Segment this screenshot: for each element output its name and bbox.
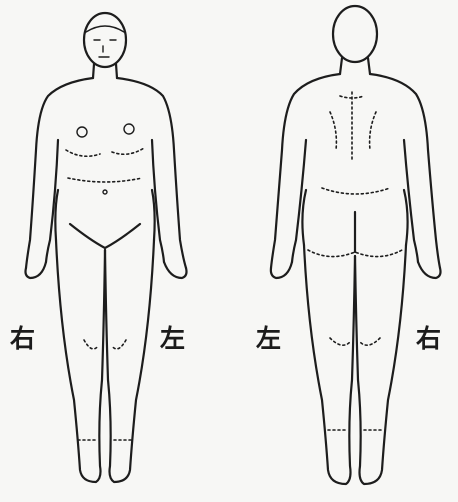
back-left-leg [304,245,355,484]
back-right-leg [355,245,406,484]
front-right-leg [56,240,105,482]
front-groin [70,224,140,248]
front-chest-line [66,148,144,156]
front-knees [84,340,126,349]
front-figure [26,13,187,482]
front-left-leg [105,240,154,482]
front-navel [103,190,107,194]
front-left-side-label: 左 [160,326,185,351]
front-hairline [86,26,124,32]
front-nipple-right [77,127,87,137]
back-neck [340,58,370,74]
front-head [84,13,126,67]
back-scapulae [330,112,376,150]
back-figure [271,6,441,484]
front-hips [55,190,154,240]
front-waist-line [68,178,142,182]
front-inner-arms [46,140,164,262]
front-right-hand [26,262,47,278]
front-left-hand [164,262,187,278]
front-right-side-label: 右 [10,326,35,351]
back-knee-creases [330,338,380,345]
back-spine [340,92,364,162]
back-left-hand [271,262,292,278]
back-left-side-label: 左 [256,326,281,351]
back-right-side-label: 右 [416,326,441,351]
front-nipple-left [124,124,134,134]
back-waist-line [322,188,390,194]
back-right-hand [418,262,441,278]
front-face [94,40,116,57]
back-head [333,6,377,62]
